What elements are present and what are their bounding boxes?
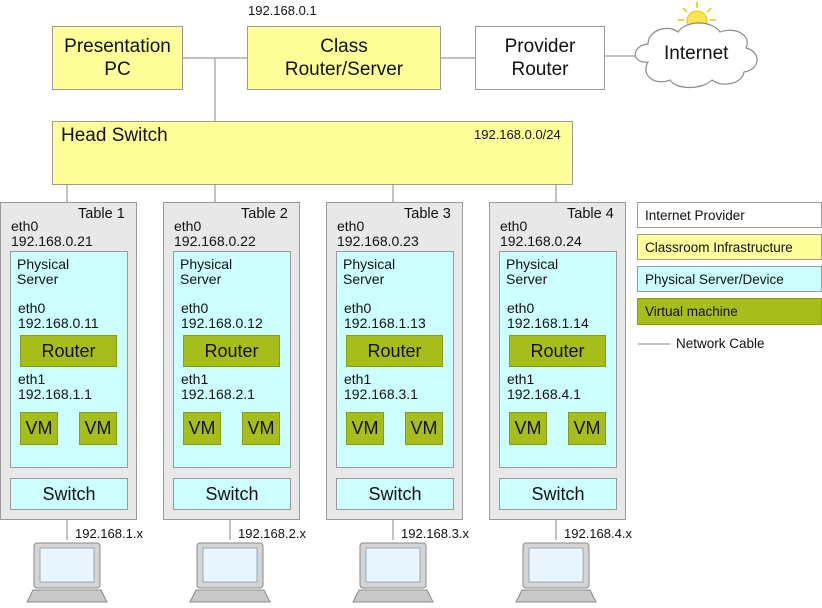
laptop-icon [515, 542, 597, 603]
presentation-pc-label: Presentation PC [64, 36, 171, 80]
table-4-name: Table 4 [567, 206, 614, 222]
legend-virtual-machine-label: Virtual machine [645, 304, 738, 319]
table-1-vm-1: VM [20, 412, 58, 445]
table-1-vm-2-label: VM [84, 418, 112, 438]
table-3-server-label: Physical Server [343, 256, 396, 287]
table-1-vm-2: VM [79, 412, 117, 445]
table-4-vm-1: VM [509, 412, 547, 445]
internet-label: Internet [664, 43, 729, 64]
table-4-lan-subnet: 192.168.4.x [564, 526, 632, 541]
legend-internet-provider: Internet Provider [637, 202, 822, 228]
table-3-switch-label: Switch [368, 483, 422, 504]
table-2-eth0: eth0 192.168.0.22 [174, 218, 256, 249]
table-4-server-label: Physical Server [506, 256, 559, 287]
legend-physical-server: Physical Server/Device [637, 266, 822, 292]
presentation-pc-box: Presentation PC [52, 26, 183, 90]
table-1-vm-1-label: VM [25, 418, 53, 438]
table-2-switch-label: Switch [205, 483, 259, 504]
laptop-group [26, 542, 597, 603]
table-1-server-label: Physical Server [17, 256, 70, 287]
legend-physical-server-label: Physical Server/Device [645, 271, 784, 287]
table-3-switch: Switch [336, 478, 454, 510]
table-3-router-eth1: eth1 192.168.3.1 [344, 371, 418, 402]
table-4-router: Router [509, 335, 606, 367]
table-4-eth0: eth0 192.168.0.24 [500, 218, 582, 249]
head-switch-subnet: 192.168.0.0/24 [474, 127, 561, 142]
table-3-router-label: Router [367, 340, 422, 361]
table-1-switch-label: Switch [42, 483, 96, 504]
table-2-vm-1-label: VM [188, 418, 216, 438]
provider-router-box: Provider Router [475, 26, 605, 90]
provider-router-label: Provider Router [504, 36, 576, 80]
legend-classroom-infrastructure: Classroom Infrastructure [637, 234, 822, 260]
table-1-router: Router [20, 335, 117, 367]
table-4-router-eth0: eth0 192.168.1.14 [507, 300, 589, 331]
table-1-switch: Switch [10, 478, 128, 510]
class-router-ip: 192.168.0.1 [248, 3, 317, 18]
table-2-router-eth0: eth0 192.168.0.12 [181, 300, 263, 331]
table-1-eth0: eth0 192.168.0.21 [11, 218, 93, 249]
table-3-vm-1-label: VM [351, 418, 379, 438]
laptop-icon [189, 542, 271, 603]
table-3-router-eth0: eth0 192.168.1.13 [344, 300, 426, 331]
legend-internet-provider-label: Internet Provider [645, 207, 745, 223]
table-3-name: Table 3 [404, 206, 451, 222]
legend-network-cable-label: Network Cable [676, 336, 765, 351]
table-3-vm-2-label: VM [410, 418, 438, 438]
table-3-vm-2: VM [405, 412, 443, 445]
table-2-vm-1: VM [183, 412, 221, 445]
table-3-lan-subnet: 192.168.3.x [401, 526, 469, 541]
table-1-router-eth1: eth1 192.168.1.1 [18, 371, 92, 402]
table-1-lan-subnet: 192.168.1.x [75, 526, 143, 541]
table-2-router: Router [183, 335, 280, 367]
table-1-router-label: Router [41, 340, 96, 361]
table-1-name: Table 1 [78, 206, 125, 222]
table-4-vm-2-label: VM [573, 418, 601, 438]
table-3-vm-1: VM [346, 412, 384, 445]
legend-virtual-machine: Virtual machine [637, 298, 822, 325]
table-2-vm-2: VM [242, 412, 280, 445]
table-2-switch: Switch [173, 478, 291, 510]
table-3-router: Router [346, 335, 443, 367]
laptop-icon [26, 542, 108, 603]
table-2-name: Table 2 [241, 206, 288, 222]
table-4-switch-label: Switch [531, 483, 585, 504]
head-switch-label: Head Switch [61, 125, 168, 146]
table-1-router-eth0: eth0 192.168.0.11 [18, 300, 99, 331]
table-2-router-label: Router [204, 340, 259, 361]
table-4-vm-1-label: VM [514, 418, 542, 438]
head-switch-box: Head Switch 192.168.0.0/24 [52, 121, 573, 185]
legend-classroom-infrastructure-label: Classroom Infrastructure [645, 239, 793, 255]
table-2-router-eth1: eth1 192.168.2.1 [181, 371, 255, 402]
table-2-vm-2-label: VM [247, 418, 275, 438]
class-router-box: Class Router/Server [247, 26, 441, 90]
table-2-lan-subnet: 192.168.2.x [238, 526, 306, 541]
table-4-router-eth1: eth1 192.168.4.1 [507, 371, 581, 402]
table-4-router-label: Router [530, 340, 585, 361]
cloud-icon [634, 22, 758, 89]
table-4-switch: Switch [499, 478, 617, 510]
table-4-vm-2: VM [568, 412, 606, 445]
laptop-icon [352, 542, 434, 603]
class-router-label: Class Router/Server [284, 36, 404, 80]
table-3-eth0: eth0 192.168.0.23 [337, 218, 419, 249]
table-2-server-label: Physical Server [180, 256, 233, 287]
